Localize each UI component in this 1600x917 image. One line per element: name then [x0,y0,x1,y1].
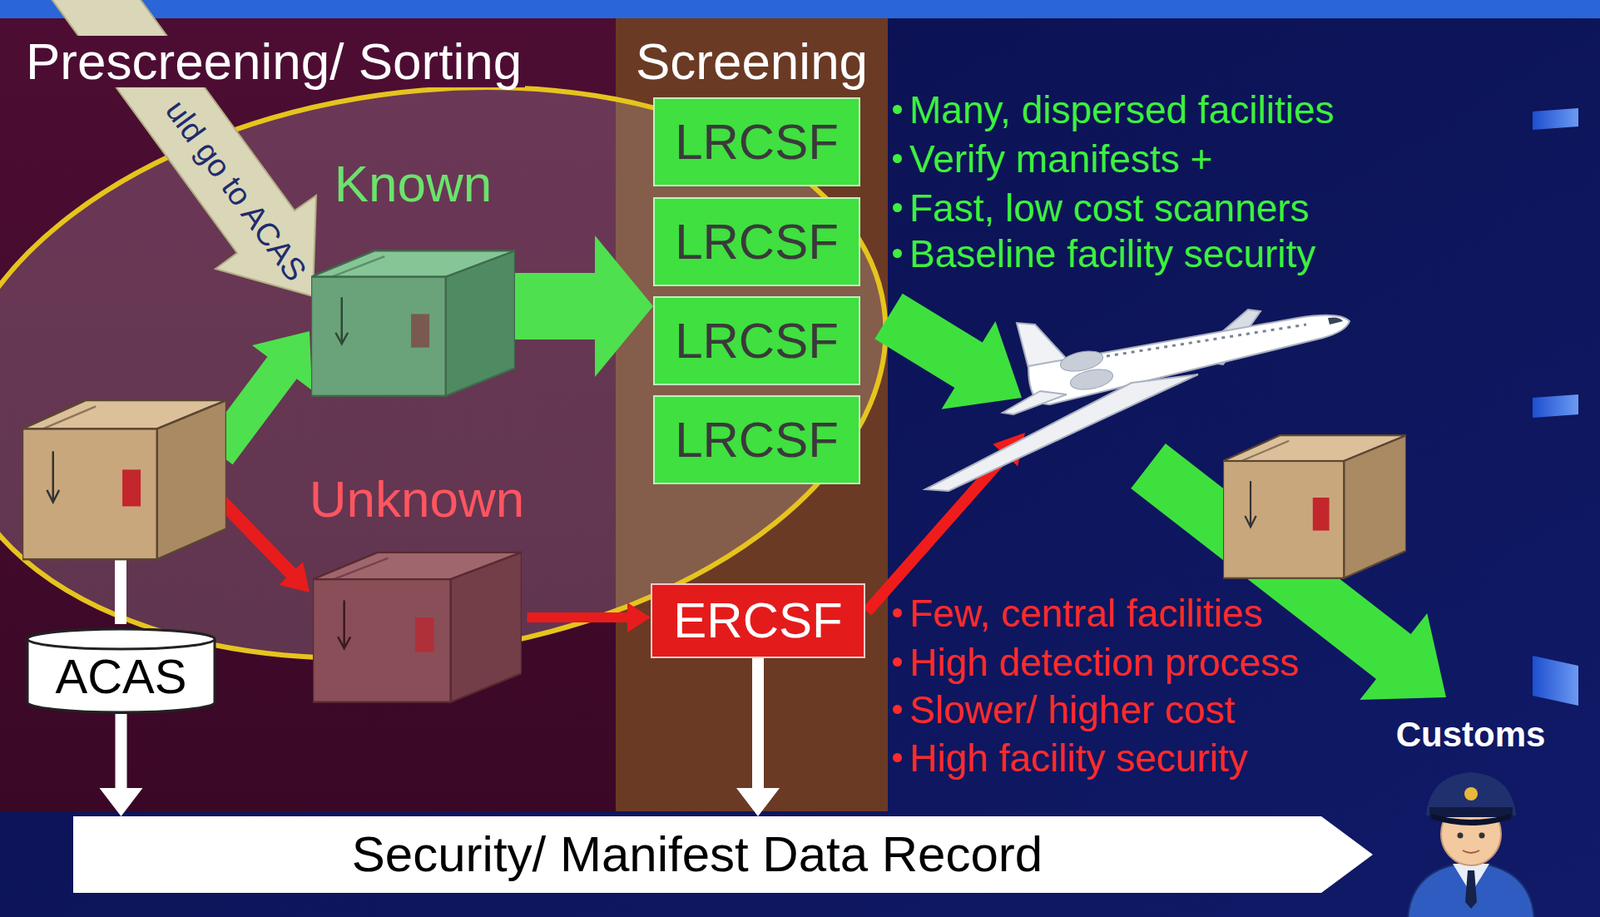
connector-arrow [99,713,144,817]
bullet-item: Slower/ higher cost [892,685,1235,733]
bullet-dot [892,657,902,667]
bullet-text: High detection process [909,639,1299,686]
bullet-item: Verify manifests + [892,134,1213,182]
bullet-dot [892,704,902,714]
bullet-item: High detection process [892,638,1299,685]
category-heading: Unknown [309,470,525,528]
bullet-item: Few, central facilities [892,589,1263,636]
bullet-item: Many, dispersed facilities [892,85,1334,133]
category-heading: Known [334,155,493,213]
node-label: LRCSF [674,217,839,268]
package-node: Unknown [307,470,528,704]
bullet-text: Few, central facilities [909,589,1263,637]
bullet-text: Fast, low cost scanners [909,184,1310,232]
bullet-text: High facility security [909,734,1248,782]
facility-box: LRCSF [653,97,861,187]
bullet-item: Baseline facility security [892,229,1316,277]
bullet-dot [892,248,902,258]
package-picture [311,239,516,398]
arrowhead [736,787,780,817]
node-label: Customs [1396,713,1546,756]
facility-box: LRCSF [653,197,861,287]
connector-arrow [515,235,654,377]
facility-box: ERCSF [650,583,866,659]
bullet-text: Verify manifests + [909,135,1213,183]
arrowhead [99,787,144,817]
package-picture [312,540,522,704]
arrowhead [594,235,654,377]
column-heading: Screening [635,35,868,88]
connector-arrow [527,602,652,633]
officer-icon [1396,760,1546,917]
connector-arrow [736,658,780,817]
column-band: ScreeningLRCSF LRCSF LRCSF LRCSF ERCSF [615,18,888,812]
bullet-dot [892,153,902,164]
connector-shaft [515,272,595,340]
bullet-item: Fast, low cost scanners [892,183,1310,231]
facility-box: LRCSF [653,395,861,485]
bullet-text: Many, dispersed facilities [909,86,1334,134]
bullet-dot [892,752,902,763]
connector-shaft [752,658,764,788]
connector-shaft [527,612,629,623]
package-node: Known [311,155,516,398]
customs-officer: Customs [1381,713,1561,917]
column-heading: Prescreening/ Sorting [22,35,526,88]
connector-shaft [115,713,128,788]
bullet-item: High facility security [892,733,1248,781]
node-label: LRCSF [674,316,839,367]
node-label: ACAS [55,652,188,701]
arrowhead [627,602,651,633]
facility-box: LRCSF [653,296,861,386]
node-label: LRCSF [674,415,839,466]
bullet-dot [892,203,902,213]
node-label: ERCSF [673,595,843,646]
column-band: Prescreening/ SortingKnownUnknownACAS [0,18,616,812]
node-label: LRCSF [674,117,839,168]
bullet-dot [892,104,902,114]
node-label: Security/ Manifest Data Record [351,816,1043,893]
bullet-dot [892,608,902,618]
data-record-band: Security/ Manifest Data Record [73,816,1373,893]
database-cylinder: ACAS [25,622,217,714]
bullet-text: Slower/ higher cost [909,686,1235,734]
bullet-text: Baseline facility security [909,230,1316,278]
